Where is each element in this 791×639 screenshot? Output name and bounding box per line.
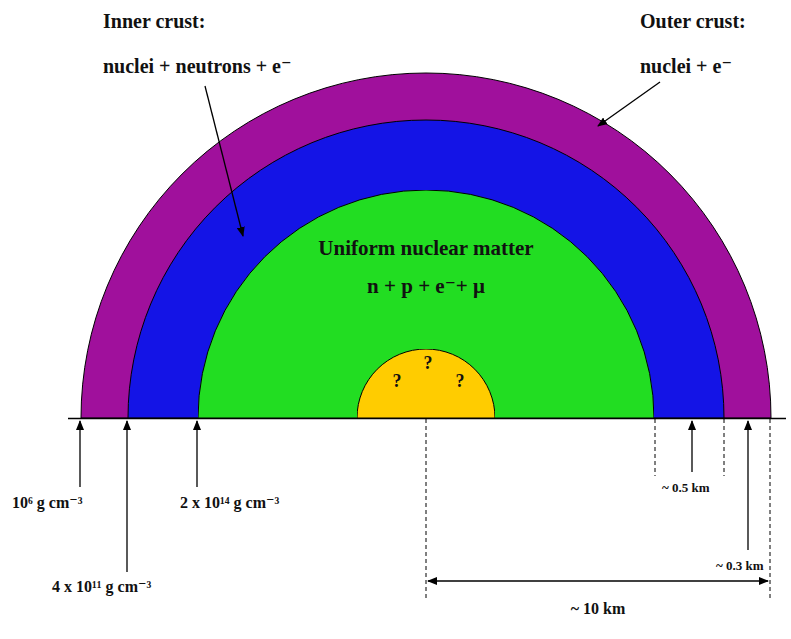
thickness-label: ~ 0.5 km (662, 481, 710, 496)
unknown-mark: ? (424, 353, 433, 374)
thickness-arrow (691, 421, 692, 472)
leader-arrow (205, 86, 243, 236)
unknown-mark: ? (456, 371, 465, 392)
core-region: ??? (357, 349, 495, 418)
region-heading: Inner crust: (103, 10, 205, 33)
inner-crust-band (128, 120, 724, 418)
thickness-arrow (747, 421, 748, 550)
baseline (68, 418, 786, 419)
composition-text: nuclei + e⁻ (640, 55, 732, 78)
leader-arrow (598, 82, 660, 126)
density-arrow (126, 421, 127, 572)
radius-arrow (428, 580, 768, 581)
unknown-mark: ? (393, 371, 402, 392)
region-title: Uniform nuclear matter (318, 236, 533, 260)
dashed-guide (770, 419, 771, 600)
density-label: 4 x 10¹¹ g cm⁻³ (52, 578, 151, 596)
radius-label: ~ 10 km (571, 600, 626, 618)
density-label: 10⁶ g cm⁻³ (12, 494, 82, 512)
composition-text: nuclei + neutrons + e⁻ (103, 55, 292, 78)
outer-crust-band (81, 73, 771, 418)
density-label: 2 x 10¹⁴ g cm⁻³ (180, 494, 279, 512)
region-heading: Outer crust: (640, 10, 746, 33)
density-arrow (79, 421, 80, 487)
dashed-guide (426, 419, 427, 600)
uniform-matter-region: Uniform nuclear matter n + p + e⁻+ μ??? (198, 190, 654, 418)
dashed-guide (655, 419, 656, 476)
thickness-label: ~ 0.3 km (716, 559, 764, 574)
dashed-guide (724, 419, 725, 476)
composition-text: n + p + e⁻+ μ (367, 274, 485, 298)
density-arrow (196, 421, 197, 487)
